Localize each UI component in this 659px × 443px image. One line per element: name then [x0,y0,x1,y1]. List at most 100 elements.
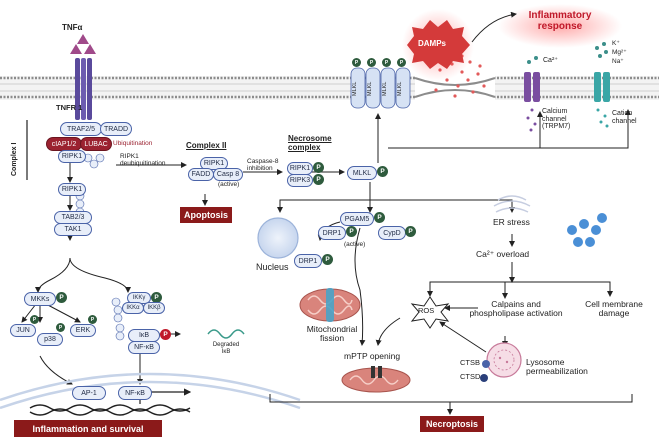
apoptosis-banner: Apoptosis [180,207,232,223]
calcium-ions [567,213,607,247]
inflam-response-label: Inflammatory response [528,10,592,32]
ap1-box: AP-1 [72,386,106,400]
nucleus-shape [257,217,299,259]
mlkl-box: MLKL [347,166,377,180]
cation-channel-shape [594,42,610,128]
er-shape [493,195,531,213]
pore-phospho-2: P [367,58,376,67]
calpains-label: Calpains and phospholipase activation [469,299,563,319]
lysosome-label: Lysosome permeabilization [526,357,588,377]
cypd-phospho: P [405,226,416,237]
erk-box: ERK [70,324,96,337]
ripk1-phospho: P [313,162,324,173]
pore-mlkl-4: MLKL [397,81,403,96]
nuclear-envelope [0,372,301,410]
ikk-ub [115,323,125,341]
casp8-box: Casp 8 [213,168,243,181]
pore-mlkl-3: MLKL [382,81,388,96]
mg-ion-label: Mg²⁺ [612,49,627,56]
nucleus-label: Nucleus [256,262,289,272]
ikkg-box: IKKγ [127,292,151,304]
k-ion-label: K⁺ [612,40,620,47]
lysosome-shape [480,342,522,382]
p38-box: p38 [37,333,63,346]
lubac-box: LUBAC [80,137,112,151]
ciap-box: cIAP1/2 [46,137,82,151]
mptp-mitochondrion [341,366,411,393]
drp1-active-phospho: P [346,226,357,237]
necroptosis-banner: Necroptosis [420,416,484,432]
tnfr1-receptor [70,34,96,120]
mito-fission-label: Mitochondrial fission [306,324,358,344]
er-stress-label: ER stress [493,217,530,227]
ubiquitin-chains [75,153,123,323]
ros-shape [410,296,450,329]
erk-phospho: P [88,315,97,324]
nfkb-box-cyto: NF-κB [128,341,160,354]
ca-overload-label: Ca²⁺ overload [476,249,530,259]
pore-phospho-3: P [382,58,391,67]
degraded-ikb-label: Degraded IκB [212,342,240,355]
inflam-survival-banner: Inflammation and survival [14,420,162,437]
mitochondria-fission-shape [299,288,361,322]
tak1-box: TAK1 [54,223,92,236]
mkks-phospho: P [56,292,67,303]
ripk3-box: RIPK3 [287,174,313,187]
pore-phospho-1: P [352,58,361,67]
jun-box: JUN [10,324,36,337]
drp1-box-active: DRP1 [318,226,346,240]
damps-label: DAMPs [418,39,447,48]
tnfr1-label: TNFR 1 [56,103,83,112]
cypd-box: CypD [378,226,406,240]
casp8-inhibition-label: Caspase-8 inhibition [247,158,279,173]
ctsd-label: CTSD [460,372,481,381]
complex2-label: Complex II [186,141,227,150]
tak1-branches [21,257,181,385]
necrosome-label: Necrosome complex [288,134,332,152]
fadd-box: FADD [188,168,214,181]
ikka-box: IKKα [122,302,144,314]
drp1-active-label: (active) [344,241,366,248]
p38-phospho: P [56,323,65,332]
ctsb-label: CTSB [460,358,481,367]
calcium-channel-label: Calcium channel (TRPM7) [542,108,571,131]
membrane-damage-label: Cell membrane damage [585,299,643,319]
complex1-label: Complex I [11,142,18,176]
casp8-active-label: (active) [218,181,240,188]
pgam5-phospho: P [374,212,385,223]
ikb-phospho: P [160,329,171,340]
ca-ion-label: Ca²⁺ [543,57,558,64]
plasma-membrane [0,76,659,100]
pore-mlkl-2: MLKL [367,81,373,96]
nfkb-box-nucleus: NF-κB [118,386,152,400]
pgam5-box: PGAM5 [340,212,374,226]
drp1-box: DRP1 [294,254,322,268]
mlkl-pores [350,67,411,109]
pore-mlkl-1: MLKL [352,81,358,96]
ripk1-box-ub: RIPK1 [58,183,86,196]
drp1-phospho: P [322,254,333,265]
ripk1-deub-label: RIPK1 deubiquitination [120,153,166,168]
damps-burst [402,9,474,81]
tradd-box: TRADD [100,122,132,136]
ikkb-box: IKKβ [143,302,165,314]
dna-helix [29,404,191,416]
ripk1-box-c1: RIPK1 [58,150,86,163]
ros-label: ROS [418,306,435,315]
mlkl-phospho: P [377,166,388,177]
pore-phospho-4: P [397,58,406,67]
ubiquitination-label: Ubiquitination [113,140,153,147]
mptp-label: mPTP opening [344,351,401,361]
cation-channel-label: Cation channel [612,110,637,125]
tnfa-label: TNFα [62,23,83,32]
jun-phospho: P [30,315,39,324]
mkks-box: MKKs [24,292,56,306]
degraded-ikb-shape [207,329,245,339]
na-ion-label: Na⁺ [612,58,624,65]
necroptosis-bracket [269,394,633,415]
ikk-phospho: P [151,292,162,303]
calcium-channel-shape [524,56,540,132]
damps-to-response-arrow [471,11,517,43]
